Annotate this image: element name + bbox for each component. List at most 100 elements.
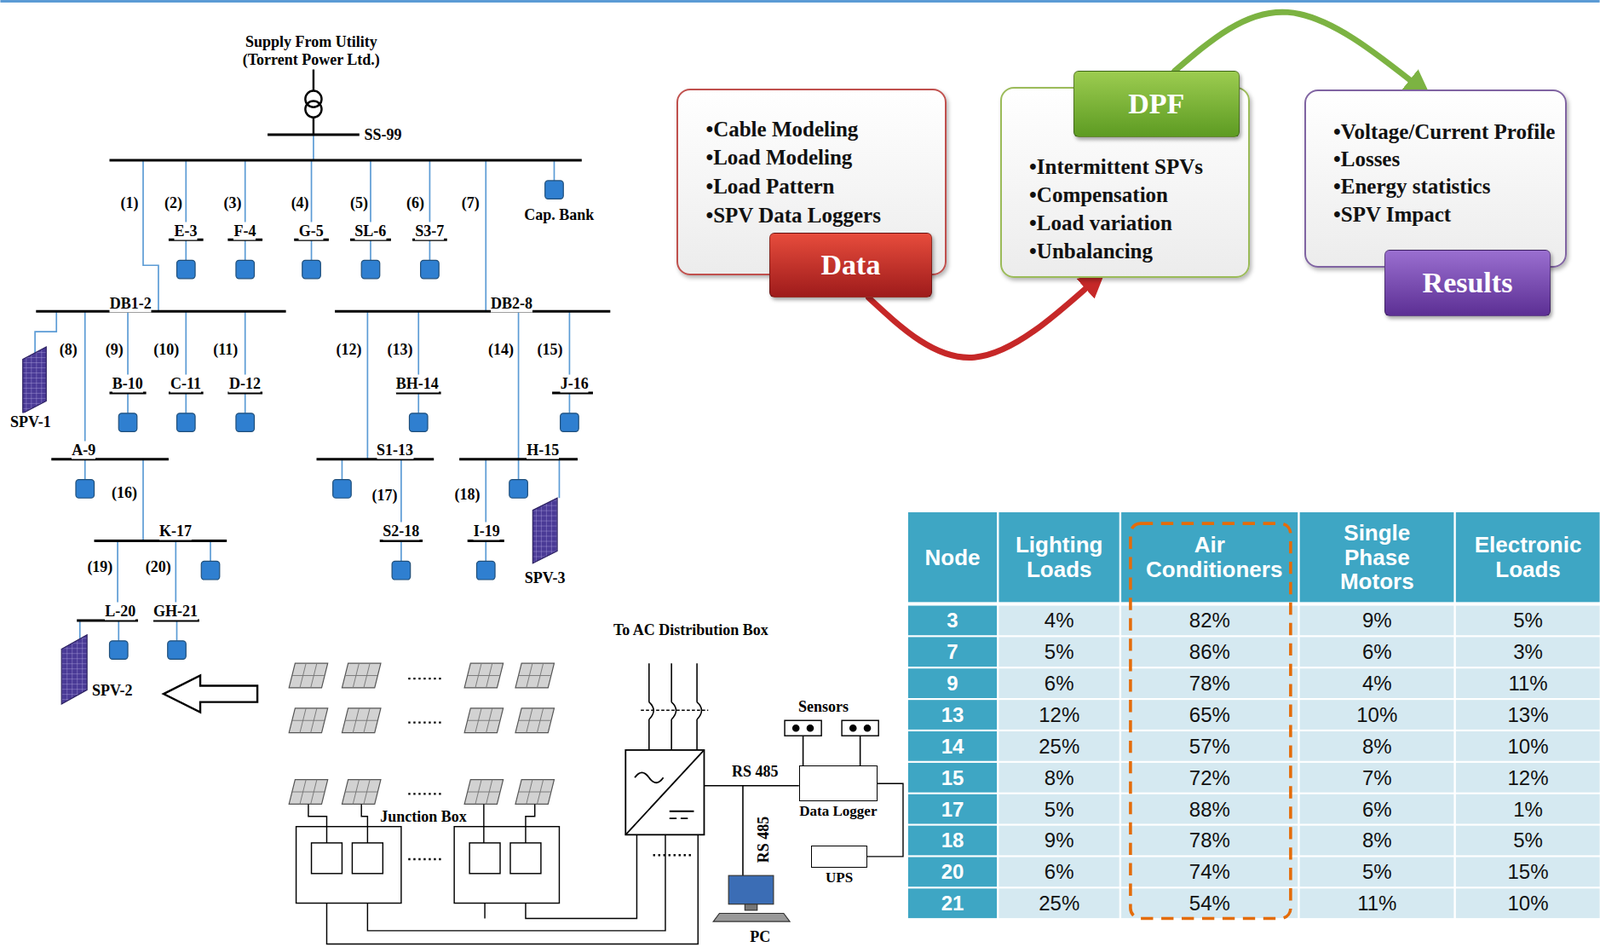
load-symbol-part xyxy=(177,259,196,279)
table-grid-part xyxy=(908,699,997,730)
table-grid-part xyxy=(1300,512,1455,602)
feeder-wire xyxy=(34,134,570,641)
load-symbol-part xyxy=(201,560,220,580)
junction-box-part xyxy=(469,842,501,874)
stage-tab: Data xyxy=(769,232,933,299)
pv-module-part xyxy=(464,662,503,688)
table-grid-part xyxy=(908,762,997,793)
table-grid-part xyxy=(1456,825,1600,856)
table-grid-part xyxy=(1300,825,1455,856)
junction-box-part xyxy=(311,842,343,874)
load-symbol-part xyxy=(235,413,255,432)
table-cell: 74% xyxy=(1189,859,1231,884)
table-cell: 4% xyxy=(1044,608,1075,633)
pv-module-part xyxy=(341,707,380,733)
table-grid-part xyxy=(908,825,997,856)
table-cell: 14 xyxy=(941,734,965,759)
table-grid-part xyxy=(1300,605,1455,636)
table-cell: 78% xyxy=(1189,671,1231,696)
table-cell: 9% xyxy=(1044,828,1075,852)
solar-panel xyxy=(23,346,558,704)
diagram-label: (19) xyxy=(86,557,113,576)
table-cell: 88% xyxy=(1189,797,1231,822)
diagram-label: PC xyxy=(749,927,771,946)
sensor xyxy=(784,719,879,736)
diagram-label: H-15 xyxy=(526,441,559,460)
junction-box-part xyxy=(510,842,542,874)
bullet-item: •Compensation xyxy=(1029,181,1238,210)
table-cell: 4% xyxy=(1362,671,1393,696)
table-cell: 5% xyxy=(1513,828,1543,852)
load-symbol-part xyxy=(545,180,565,200)
highlight-outline xyxy=(1130,523,1291,918)
process-box: Data•Cable Modeling•Load Modeling•Load P… xyxy=(676,88,947,276)
table-cell: Air Conditioners xyxy=(1145,532,1274,582)
table-cell: Lighting Loads xyxy=(1002,532,1116,582)
diagram-label: S3-7 xyxy=(414,221,444,240)
load-symbol-part xyxy=(177,413,196,432)
table-grid-part xyxy=(908,636,997,667)
diagram-label: SPV-1 xyxy=(10,412,52,431)
transformer-symbol xyxy=(305,69,322,135)
table-cell: 9 xyxy=(946,671,958,696)
table-cell: 10% xyxy=(1507,734,1549,759)
diagram-label: (14) xyxy=(488,339,514,358)
stage-tab: DPF xyxy=(1073,70,1240,138)
table-grid-part xyxy=(908,794,997,824)
junction-box-part xyxy=(454,826,559,904)
table-cell: 6% xyxy=(1362,639,1393,664)
bullet-item: •Losses xyxy=(1333,145,1555,173)
load-symbol-part xyxy=(391,560,411,580)
table-cell: 9% xyxy=(1362,608,1393,633)
table-cell: 3% xyxy=(1513,639,1543,664)
process-box: DPF•Intermittent SPVs•Compensation•Load … xyxy=(1000,86,1250,278)
table-grid-part xyxy=(998,825,1119,856)
table-grid-part xyxy=(1121,762,1298,793)
device-label: UPS xyxy=(825,869,853,887)
pv-module-part xyxy=(464,779,503,805)
pv-module xyxy=(288,662,554,804)
diagram-label: RS 485 xyxy=(753,815,772,863)
pv-module-part xyxy=(515,662,554,688)
table-cell: 6% xyxy=(1362,797,1393,822)
table-grid-part xyxy=(1456,699,1600,730)
bullet-item: •Load Pattern xyxy=(705,172,935,202)
table-grid-part xyxy=(908,605,997,636)
table-grid-part xyxy=(998,512,1119,602)
bullet-item: •SPV Data Loggers xyxy=(705,201,935,231)
diagram-label: SPV-3 xyxy=(524,568,566,587)
stage-tab: Results xyxy=(1384,249,1551,317)
load-symbol-part xyxy=(361,259,380,279)
table-grid-part xyxy=(1300,794,1455,824)
table-cell: 25% xyxy=(1038,891,1080,916)
table-grid-part xyxy=(1456,512,1600,602)
table-cell: 17 xyxy=(941,797,965,822)
pc-icon-part xyxy=(728,874,774,904)
table-cell: 10% xyxy=(1507,891,1549,916)
table-cell: 78% xyxy=(1189,828,1231,852)
table-cell: 82% xyxy=(1189,608,1231,633)
table-grid-part xyxy=(1121,730,1298,761)
diagram-label: Sensors xyxy=(798,696,849,715)
table-grid-part xyxy=(998,667,1119,698)
diagram-label: G-5 xyxy=(299,221,324,240)
table-grid-part xyxy=(1121,699,1298,730)
table-grid-part xyxy=(908,857,997,887)
diagram-label: SS-99 xyxy=(364,126,403,144)
bullet-item: •Energy statistics xyxy=(1333,172,1555,201)
diagram-label: (10) xyxy=(153,339,179,358)
table-cell: 57% xyxy=(1189,734,1231,759)
table-cell: 13% xyxy=(1507,702,1549,727)
junction-box-part xyxy=(351,842,383,874)
table-grid-part xyxy=(1300,857,1455,887)
diagram-label: (13) xyxy=(387,339,414,358)
diagram-label: (15) xyxy=(537,339,564,358)
diagram-label: (16) xyxy=(111,483,138,502)
table-grid-part xyxy=(1121,857,1298,887)
diagram-label: BH-14 xyxy=(396,374,439,393)
pc-icon xyxy=(713,874,790,921)
table-cell: 5% xyxy=(1044,797,1075,822)
diagram-label: S2-18 xyxy=(382,521,420,540)
table-grid-part xyxy=(1300,887,1455,918)
